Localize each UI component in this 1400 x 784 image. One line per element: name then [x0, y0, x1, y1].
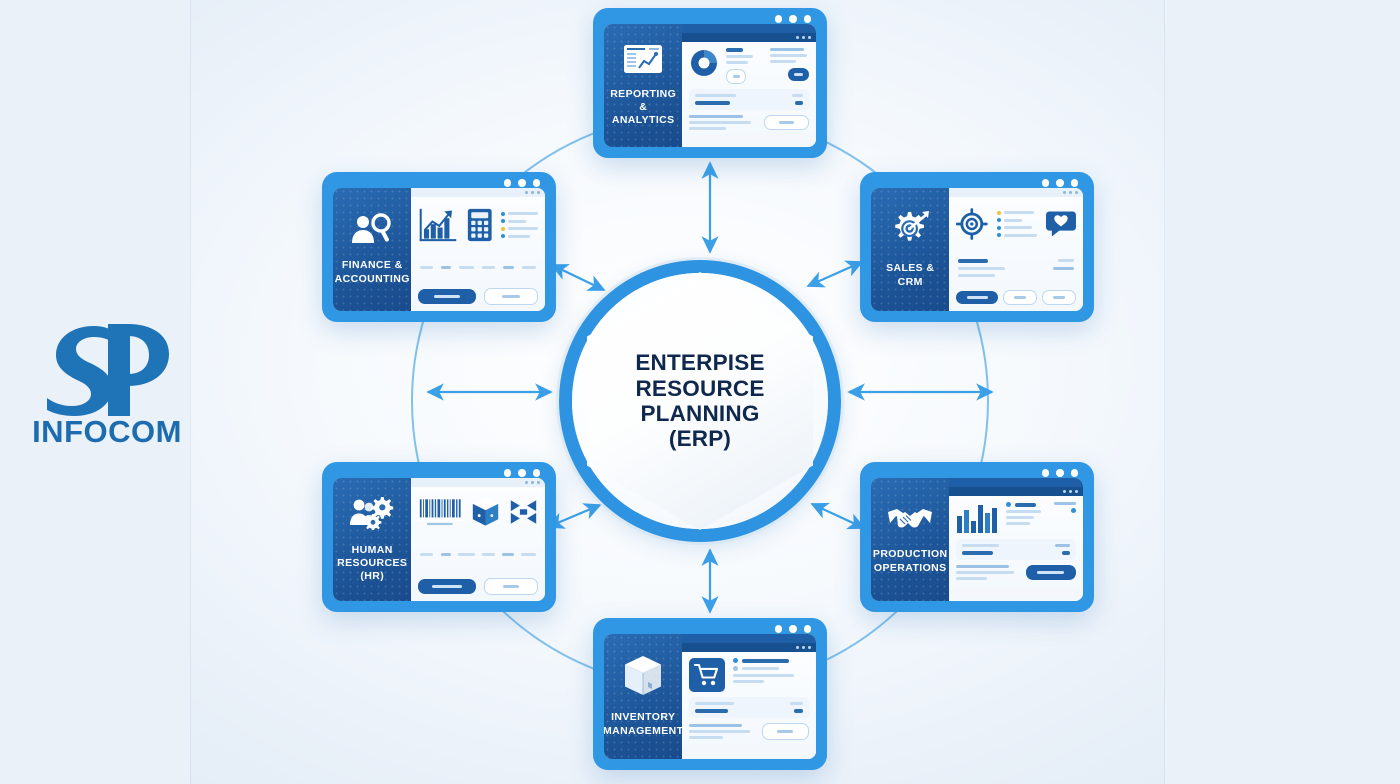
card-label-pane: INVENTORY MANAGEMENT [604, 634, 683, 759]
content-topbar [682, 634, 816, 643]
window-dots [1041, 469, 1078, 477]
content-topbar [949, 478, 1083, 487]
card-title-line-2: OPERATIONS [873, 561, 947, 574]
bar-chart-growth-icon [420, 208, 457, 242]
background-band-right [1165, 0, 1400, 784]
card-title-line-2: RESOURCES [337, 556, 408, 569]
window-dots [1041, 179, 1078, 187]
barcode-icon [418, 497, 462, 526]
content-metric-box [956, 539, 1076, 560]
window-dots [503, 469, 540, 477]
card-content-pane [949, 188, 1083, 311]
card-content-pane [682, 634, 816, 759]
content-minibar [411, 188, 545, 197]
content-topbar [682, 24, 816, 33]
card-title-line-1: FINANCE & [341, 259, 403, 272]
hub-title-line-2: RESOURCE [635, 375, 765, 401]
card-title-line-1: HUMAN [351, 543, 393, 556]
sp-infocom-logo: INFOCOM [18, 318, 196, 458]
dot-texture [333, 478, 412, 601]
people-gears-icon [350, 496, 394, 535]
content-minibar [949, 487, 1083, 496]
heart-speech-bubble-icon [1046, 211, 1076, 237]
module-card-inventory[interactable]: INVENTORY MANAGEMENT [593, 618, 827, 770]
hub-title-line-4: (ERP) [668, 426, 732, 452]
transfer-arrows-icon [510, 500, 537, 524]
card-title: SALES & CRM [875, 262, 945, 288]
dot-texture [871, 478, 950, 601]
card-title-line-1: SALES & CRM [886, 262, 935, 288]
content-metric-box [689, 89, 809, 110]
shopping-cart-icon [694, 663, 719, 686]
window-dots [503, 179, 540, 187]
card-title-line-2: ANALYTICS [611, 114, 675, 127]
card-title-line-3: (HR) [360, 570, 385, 583]
content-minibar [682, 643, 816, 652]
logo-wordmark: INFOCOM [32, 414, 182, 449]
sp-monogram-icon [47, 324, 169, 416]
cart-tile [689, 658, 726, 692]
background-seam-left [190, 0, 191, 784]
dot-texture [604, 24, 683, 147]
card-title: INVENTORY MANAGEMENT [604, 711, 683, 737]
card-title-line-2: ACCOUNTING [334, 272, 410, 285]
card-label-pane: PRODUCTION OPERATIONS [871, 478, 950, 601]
card-label-pane: HUMAN RESOURCES (HR) [333, 478, 412, 601]
donut-chart-icon [691, 50, 718, 76]
dot-texture [333, 188, 412, 311]
card-title-line-2: MANAGEMENT [604, 724, 684, 737]
cube-box-icon [623, 655, 663, 702]
module-card-hr[interactable]: HUMAN RESOURCES (HR) [322, 462, 556, 612]
card-label-pane: FINANCE & ACCOUNTING [333, 188, 412, 311]
hub-hexagon [587, 272, 813, 530]
card-content-pane [949, 478, 1083, 601]
card-title-line-1: PRODUCTION [872, 548, 948, 561]
content-legend [997, 210, 1038, 238]
handshake-icon [887, 504, 933, 539]
content-metric-box [689, 697, 809, 718]
card-content-pane [682, 24, 816, 147]
card-title-line-1: INVENTORY [611, 711, 676, 724]
module-card-production[interactable]: PRODUCTION OPERATIONS [860, 462, 1094, 612]
card-title: HUMAN RESOURCES (HR) [337, 544, 407, 583]
cube-box-icon [472, 497, 499, 526]
calculator-icon [467, 208, 492, 242]
module-card-finance[interactable]: FINANCE & ACCOUNTING [322, 172, 556, 322]
crosshair-target-icon [956, 208, 989, 240]
module-card-sales[interactable]: SALES & CRM [860, 172, 1094, 322]
bar-chart-icon [957, 505, 998, 533]
chart-dashboard-icon [623, 44, 663, 79]
content-minibar [682, 33, 816, 42]
card-label-pane: REPORTING & ANALYTICS [604, 24, 683, 147]
module-card-reporting[interactable]: REPORTING & ANALYTICS [593, 8, 827, 158]
dot-texture [871, 188, 950, 311]
background-seam-right [1164, 0, 1165, 784]
card-title-line-1: REPORTING & [610, 87, 677, 113]
content-minibar [949, 188, 1083, 197]
card-title: REPORTING & ANALYTICS [608, 88, 678, 127]
content-legend [501, 211, 538, 239]
dot-texture [604, 634, 683, 759]
person-magnifier-icon [351, 213, 393, 250]
content-minibar [411, 478, 545, 487]
hub-title-line-1: ENTERPISE [635, 350, 765, 376]
card-title: PRODUCTION OPERATIONS [873, 548, 948, 574]
hub-title-line-3: PLANNING [640, 401, 760, 426]
erp-center-hub: ENTERPISE RESOURCE PLANNING (ERP) [559, 260, 841, 542]
hub-title: ENTERPISE RESOURCE PLANNING (ERP) [559, 260, 841, 542]
card-title: FINANCE & ACCOUNTING [335, 259, 410, 285]
card-content-pane [411, 188, 545, 311]
gear-target-dart-icon [889, 210, 931, 253]
window-dots [774, 625, 811, 633]
window-dots [774, 15, 811, 23]
card-label-pane: SALES & CRM [871, 188, 950, 311]
card-content-pane [411, 478, 545, 601]
